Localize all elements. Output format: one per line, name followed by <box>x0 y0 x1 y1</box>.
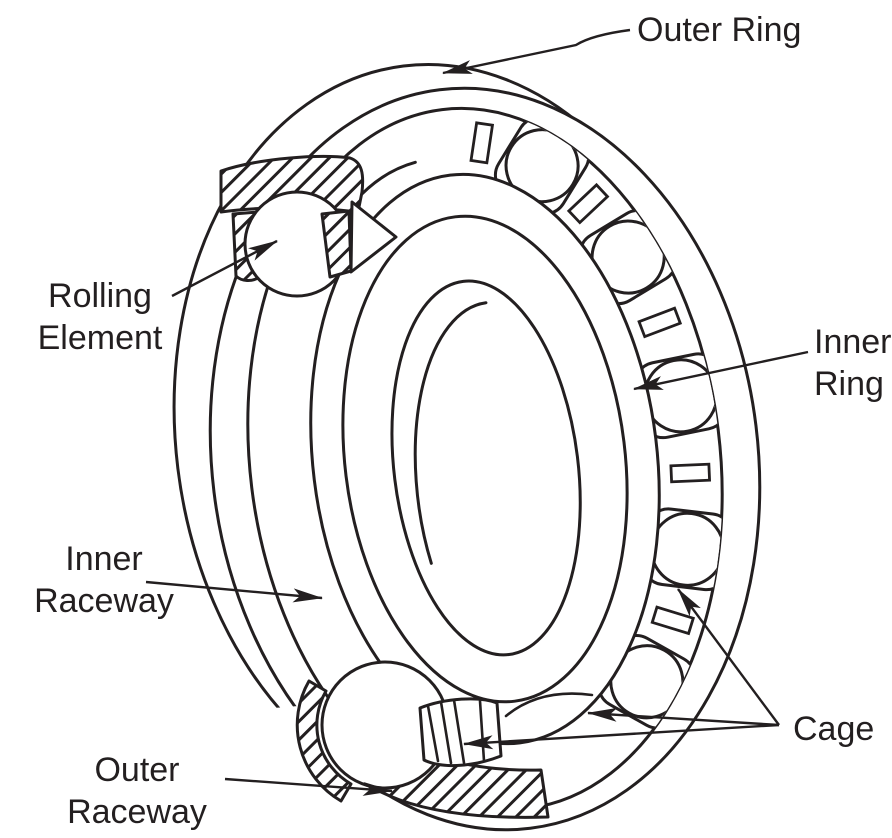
leader-cage-3 <box>463 723 780 750</box>
label-outer-raceway-line2: Raceway <box>67 793 207 831</box>
label-inner-raceway-line1: Inner <box>65 540 143 578</box>
leader-outer-ring <box>442 28 631 75</box>
leader-inner-raceway <box>145 580 323 603</box>
leader-lines <box>145 28 809 796</box>
labels: Outer Ring Rolling Element Inner Ring In… <box>34 11 891 831</box>
label-outer-raceway-line1: Outer <box>94 751 179 789</box>
leader-rolling-element <box>171 239 278 298</box>
leader-inner-ring <box>633 350 809 391</box>
label-outer-ring: Outer Ring <box>637 11 801 49</box>
bearing-rings <box>172 63 762 832</box>
label-rolling-element-line2: Element <box>38 319 163 357</box>
cutaway-clearing <box>0 703 380 838</box>
cage-bridge <box>566 182 610 225</box>
bore-wall-edge <box>413 301 488 565</box>
cage-bridge <box>669 462 712 484</box>
inner-raceway-edge <box>341 214 629 704</box>
label-cage: Cage <box>793 710 874 748</box>
leader-cage-1 <box>677 588 780 726</box>
cage-bridge <box>650 605 696 636</box>
leader-cage-2 <box>587 707 780 727</box>
cage-bridge <box>637 306 683 339</box>
label-inner-ring-line2: Ring <box>814 365 884 403</box>
cage-pocket <box>641 507 734 592</box>
cage-bridge <box>469 121 495 165</box>
cage-pocket-notch <box>349 200 398 274</box>
label-inner-raceway-line2: Raceway <box>34 582 174 620</box>
leader-outer-raceway <box>224 777 393 796</box>
cage-hatch-ticks <box>426 698 486 765</box>
outer-ring-section-bottom <box>295 679 353 803</box>
inner-ring-outer-edge <box>309 172 661 746</box>
label-rolling-element-line1: Rolling <box>48 277 152 315</box>
label-inner-ring-line1: Inner <box>814 323 892 361</box>
cage-pocket-edge <box>504 692 594 718</box>
bore-edge <box>390 279 582 657</box>
